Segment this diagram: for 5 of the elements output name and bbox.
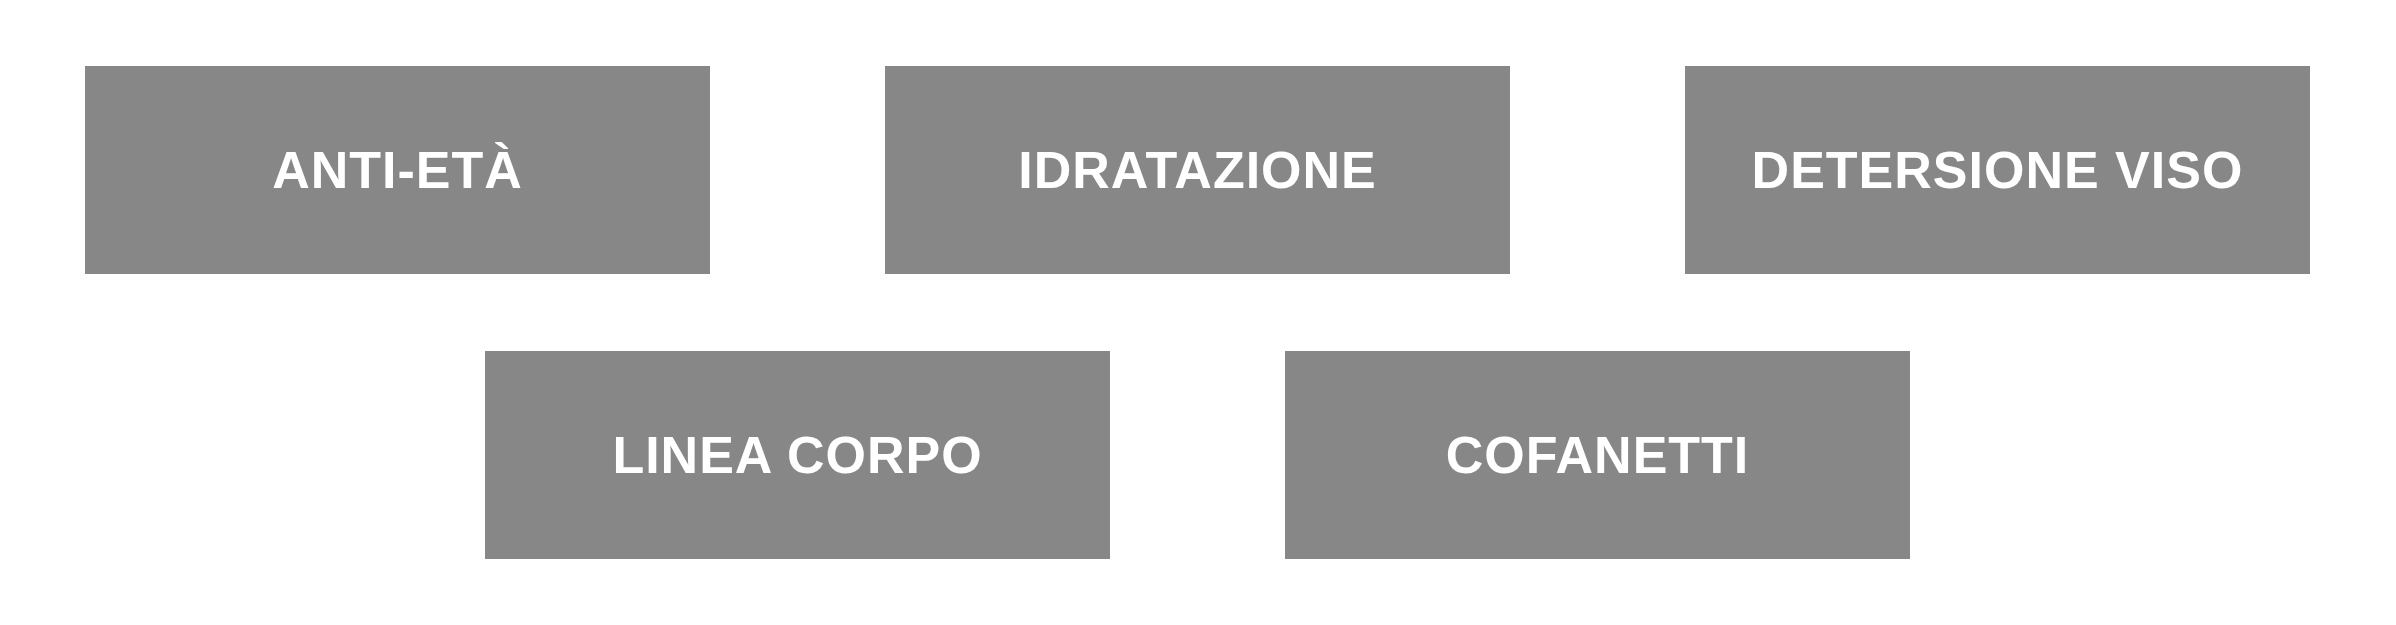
category-button: COFANETTI — [1285, 351, 1910, 559]
category-button: ANTI-ETÀ — [85, 66, 710, 274]
category-button: LINEA CORPO — [485, 351, 1110, 559]
category-button: DETERSIONE VISO — [1685, 66, 2310, 274]
category-button: IDRATAZIONE — [885, 66, 1510, 274]
